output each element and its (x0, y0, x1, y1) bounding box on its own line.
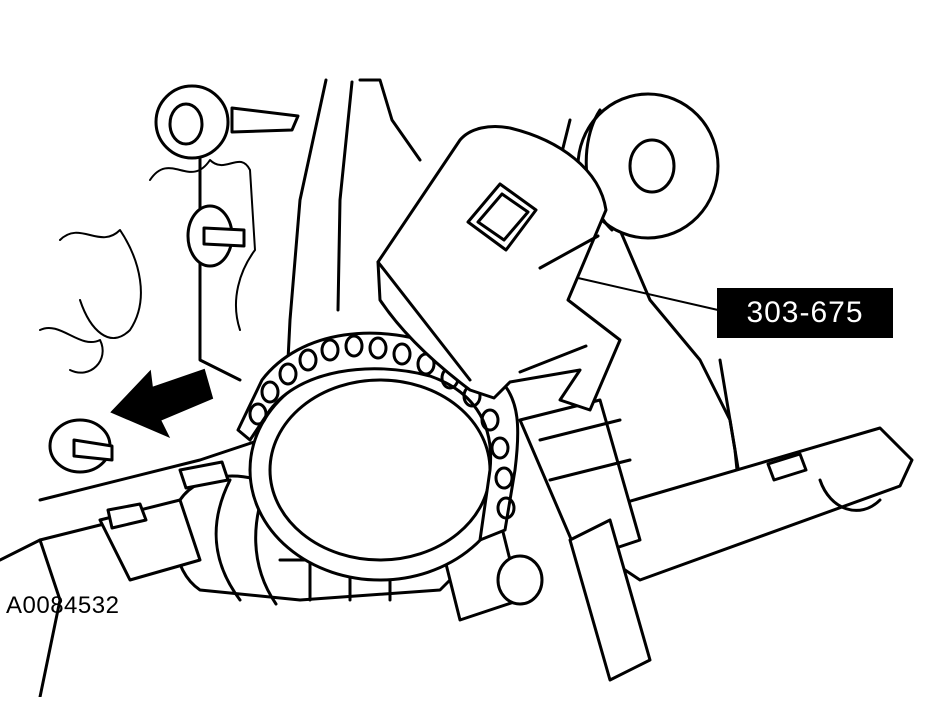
tool-number-callout: 303-675 (717, 288, 893, 338)
cam-bracket (518, 398, 914, 682)
holding-tool-303-675 (376, 125, 622, 412)
housing-stud-mid (186, 204, 246, 268)
rotation-direction-arrow (110, 368, 214, 438)
timing-chain (236, 331, 520, 542)
housing-stud-low (48, 418, 114, 474)
figure-id-label: A0084532 (6, 592, 120, 619)
housing-bolt-top (154, 84, 300, 160)
callout-leader-line (577, 277, 719, 311)
